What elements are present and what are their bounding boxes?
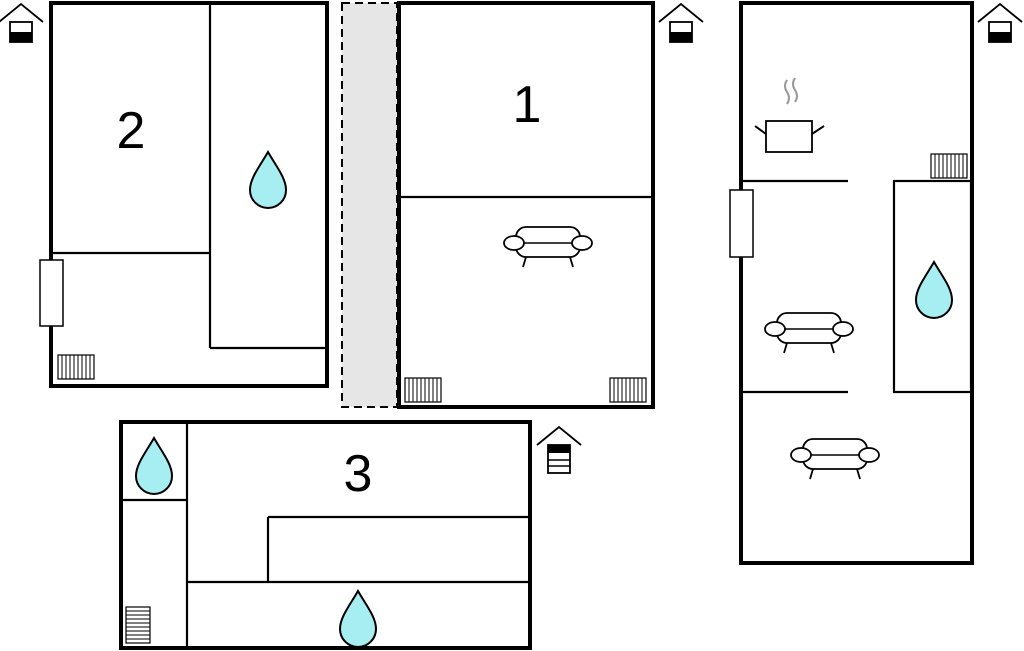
radiator-icon [930, 153, 968, 179]
balcony-icon [341, 2, 398, 408]
floor-level-icon [536, 425, 582, 474]
water-drop-icon [135, 437, 173, 495]
room-number-1: 1 [513, 76, 542, 134]
water-drop-icon [249, 151, 287, 209]
floor-level-icon [0, 3, 44, 43]
sofa-icon [790, 438, 880, 480]
water-drop-icon [915, 261, 953, 319]
sofa-icon [503, 226, 593, 268]
floor-block-b: 1 [397, 1, 655, 409]
floor-block-c [729, 1, 974, 565]
floor-level-icon [658, 3, 704, 43]
floor-block-a: 2 [39, 1, 329, 388]
cooking-pot-icon [754, 77, 825, 153]
water-drop-icon [339, 590, 377, 648]
radiator-icon [609, 377, 647, 403]
room-number-2: 2 [117, 102, 146, 160]
door-icon [729, 189, 754, 258]
door-icon [39, 259, 64, 327]
radiator-icon [125, 606, 151, 644]
radiator-icon [404, 377, 442, 403]
sofa-icon [764, 312, 854, 354]
floor-block-d: 3 [119, 420, 532, 650]
floor-level-icon [977, 3, 1023, 43]
room-number-3: 3 [344, 445, 373, 503]
radiator-icon [57, 354, 95, 380]
